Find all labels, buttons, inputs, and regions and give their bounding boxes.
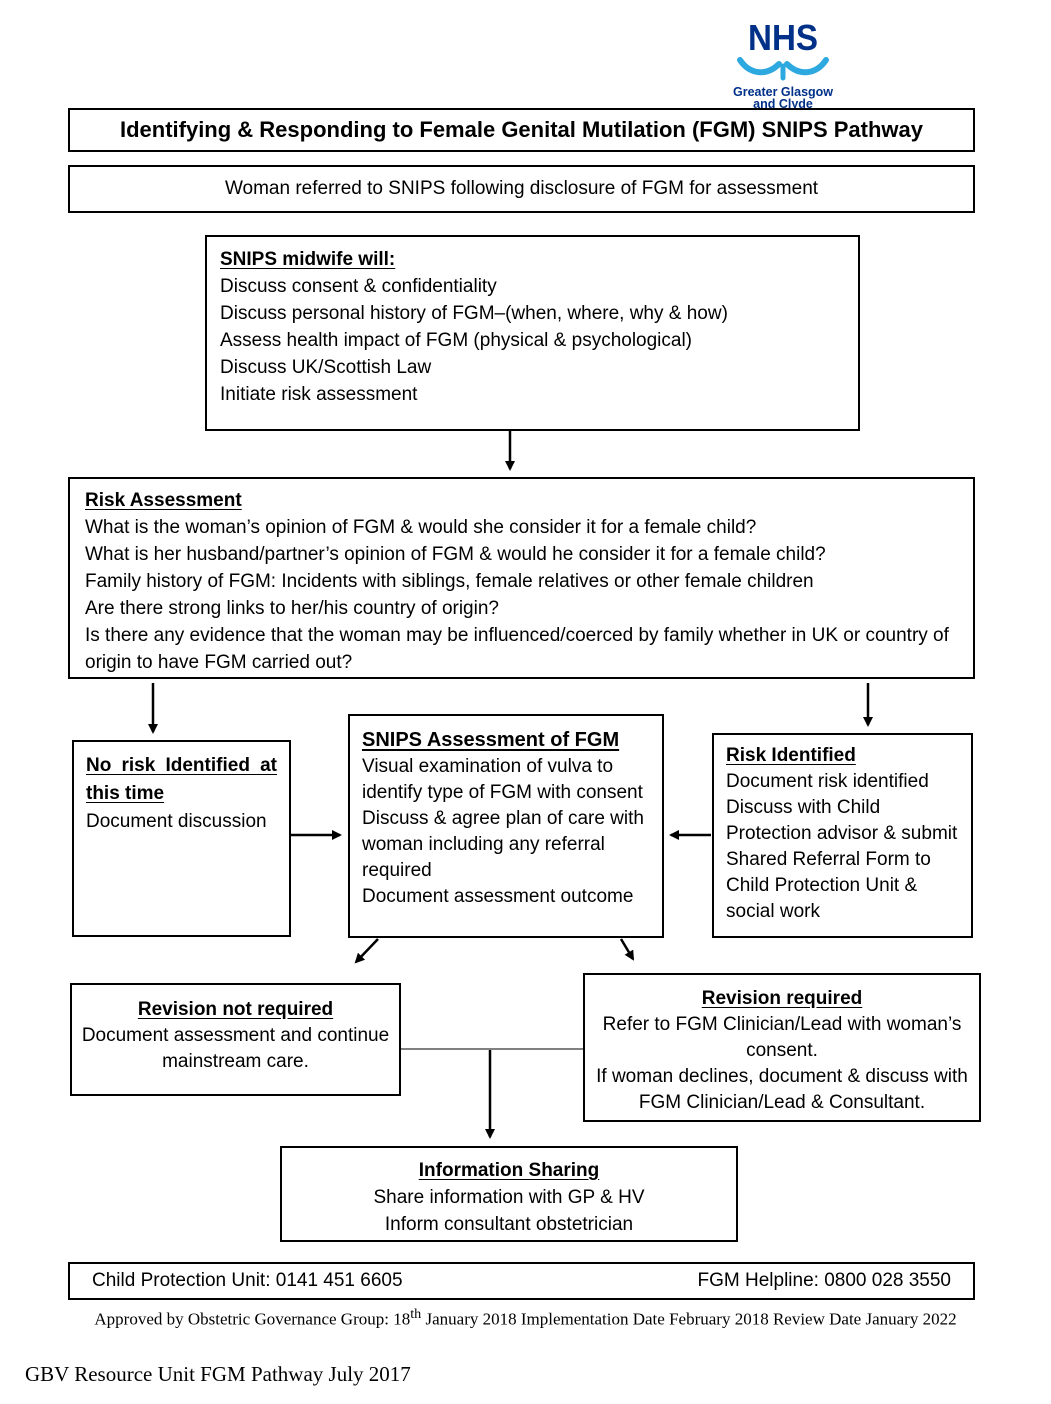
midwife-box: SNIPS midwife will: Discuss consent & co… xyxy=(205,235,860,431)
revision-not-required-heading: Revision not required xyxy=(137,999,334,1020)
snips-assessment-heading: SNIPS Assessment of FGM xyxy=(362,729,620,751)
midwife-heading: SNIPS midwife will: xyxy=(220,249,396,270)
risk-identified-box: Risk Identified Document risk identified… xyxy=(712,733,973,938)
text-line: Discuss with Child Protection advisor & … xyxy=(726,797,958,922)
text-line: Discuss personal history of FGM–(when, w… xyxy=(220,303,728,324)
text-line: Is there any evidence that the woman may… xyxy=(85,625,949,673)
text-line: Share information with GP & HV xyxy=(373,1187,645,1208)
wave-icon xyxy=(737,57,829,81)
no-risk-heading: No risk Identified at this time xyxy=(86,755,277,804)
footer-text: GBV Resource Unit FGM Pathway July 2017 xyxy=(25,1362,411,1386)
risk-assessment-box: Risk Assessment What is the woman’s opin… xyxy=(68,477,975,679)
page-title: Identifying & Responding to Female Genit… xyxy=(119,117,924,142)
approval-superscript: th xyxy=(410,1306,422,1322)
revision-required-lines: Refer to FGM Clinician/Lead with woman’s… xyxy=(591,1012,973,1116)
information-sharing-box: Information Sharing Share information wi… xyxy=(280,1146,738,1242)
revision-not-required-lines: Document assessment and continue mainstr… xyxy=(78,1023,393,1075)
text-line: Assess health impact of FGM (physical & … xyxy=(220,330,693,351)
contact-box: Child Protection Unit: 0141 451 6605 FGM… xyxy=(68,1262,975,1300)
text-line: Inform consultant obstetrician xyxy=(384,1214,634,1235)
snips-assessment-box: SNIPS Assessment of FGM Visual examinati… xyxy=(348,714,664,938)
snips-assessment-lines: Visual examination of vulva to identify … xyxy=(362,754,650,910)
approval-text-after: January 2018 Implementation Date Februar… xyxy=(421,1309,957,1329)
text-line: Discuss & agree plan of care with woman … xyxy=(362,808,644,881)
arrow-snips-to-revision-not-required xyxy=(354,938,379,964)
approval-text-before: Approved by Obstetric Governance Group: … xyxy=(94,1309,411,1329)
arrow-snips-to-revision-required xyxy=(619,938,635,961)
referral-text: Woman referred to SNIPS following disclo… xyxy=(224,178,819,199)
text-line: Document discussion xyxy=(86,811,267,832)
text-line: Family history of FGM: Incidents with si… xyxy=(85,571,814,592)
fgm-helpline-contact: FGM Helpline: 0800 028 3550 xyxy=(697,1270,952,1291)
revision-not-required-box: Revision not required Document assessmen… xyxy=(70,983,401,1096)
text-line: Refer to FGM Clinician/Lead with woman’s… xyxy=(602,1014,962,1061)
text-line: Document assessment and continue mainstr… xyxy=(81,1025,390,1072)
nhs-ggc-logo: NHS Greater Glasgow and Clyde xyxy=(733,17,833,110)
revision-required-box: Revision required Refer to FGM Clinician… xyxy=(583,973,981,1122)
logo-org-line1: Greater Glasgow xyxy=(733,85,833,99)
text-line: What is her husband/partner’s opinion of… xyxy=(85,544,826,565)
text-line: Are there strong links to her/his countr… xyxy=(85,598,499,619)
risk-assessment-heading: Risk Assessment xyxy=(85,490,242,511)
nhs-logo-text: NHS xyxy=(748,17,818,58)
referral-box: Woman referred to SNIPS following disclo… xyxy=(68,165,975,213)
revision-required-heading: Revision required xyxy=(701,988,863,1009)
risk-assessment-lines: What is the woman’s opinion of FGM & wou… xyxy=(85,514,958,676)
risk-identified-heading: Risk Identified xyxy=(726,745,856,766)
text-line: Initiate risk assessment xyxy=(220,384,418,405)
text-line: What is the woman’s opinion of FGM & wou… xyxy=(85,517,757,538)
text-line: If woman declines, document & discuss wi… xyxy=(596,1066,968,1113)
title-box: Identifying & Responding to Female Genit… xyxy=(68,108,975,152)
information-sharing-lines: Share information with GP & HV Inform con… xyxy=(288,1184,730,1238)
text-line: Visual examination of vulva to identify … xyxy=(362,756,643,803)
text-line: Document assessment outcome xyxy=(362,886,634,907)
no-risk-lines: Document discussion xyxy=(86,808,277,836)
information-sharing-heading: Information Sharing xyxy=(418,1160,600,1181)
no-risk-box: No risk Identified at this time Document… xyxy=(72,740,291,937)
text-line: Discuss UK/Scottish Law xyxy=(220,357,432,378)
logo-org-line2: and Clyde xyxy=(753,97,813,110)
child-protection-contact: Child Protection Unit: 0141 451 6605 xyxy=(92,1270,403,1291)
text-line: Document risk identified xyxy=(726,771,929,792)
text-line: Discuss consent & confidentiality xyxy=(220,276,497,297)
approval-line: Approved by Obstetric Governance Group: … xyxy=(0,1306,1051,1330)
